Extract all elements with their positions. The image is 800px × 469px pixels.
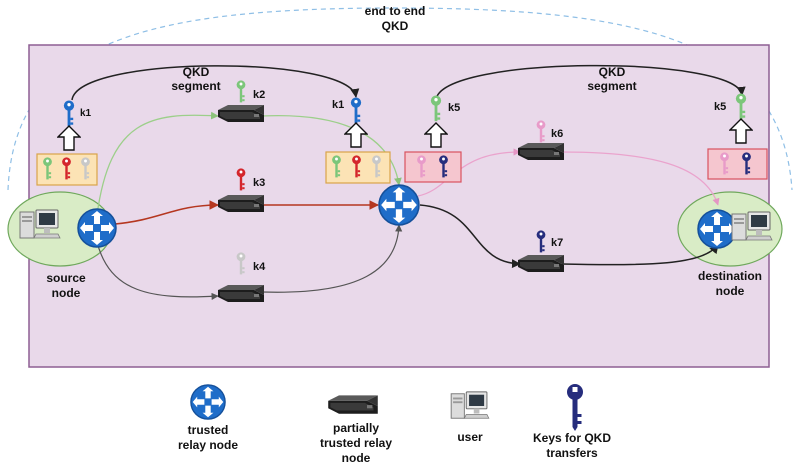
k1-middle-label: k1 bbox=[332, 99, 344, 111]
relay-k6-icon bbox=[518, 143, 564, 160]
path-source-k2 bbox=[96, 111, 219, 216]
key-box-k5-left bbox=[404, 151, 462, 183]
segment-2-line2: segment bbox=[587, 79, 636, 93]
path-relay-k7 bbox=[419, 204, 521, 269]
source-node-label-line2: node bbox=[52, 286, 81, 300]
legend-partial-line2: trusted relay bbox=[320, 436, 392, 450]
path-source-k4 bbox=[96, 241, 219, 300]
destination-router-icon bbox=[697, 209, 737, 249]
legend-trusted-line1: trusted bbox=[188, 423, 229, 437]
destination-node-label-line1: destination bbox=[698, 269, 762, 283]
legend-partial-line1: partially bbox=[333, 421, 379, 435]
k5-left-label: k5 bbox=[448, 102, 460, 114]
relay-k3-icon bbox=[218, 195, 264, 212]
legend-trusted-line2: relay node bbox=[178, 438, 238, 452]
relay-k2-icon bbox=[218, 105, 264, 122]
legend-trusted-relay-icon bbox=[190, 384, 226, 420]
source-user-icon bbox=[19, 209, 61, 239]
k1-left-label: k1 bbox=[80, 108, 92, 119]
k2-label: k2 bbox=[253, 89, 265, 101]
legend-user-icon bbox=[450, 391, 490, 419]
title-line2: QKD bbox=[382, 19, 409, 33]
source-node-label-line1: source bbox=[46, 271, 86, 285]
legend-keys-line2: transfers bbox=[546, 446, 598, 460]
path-k6-destination bbox=[561, 151, 720, 206]
k6-label: k6 bbox=[551, 128, 563, 140]
source-router-icon bbox=[77, 208, 117, 248]
relay-k7-icon bbox=[518, 255, 564, 272]
segment-1-line1: QKD bbox=[183, 65, 210, 79]
path-source-k3 bbox=[114, 200, 219, 225]
middle-trusted-relay-icon bbox=[378, 184, 420, 226]
destination-user-icon bbox=[731, 211, 773, 241]
segment-1-line2: segment bbox=[171, 79, 220, 93]
relay-k4-icon bbox=[218, 285, 264, 302]
legend-partial-relay-icon bbox=[328, 395, 378, 414]
segment-2-line1: QKD bbox=[599, 65, 626, 79]
k3-label: k3 bbox=[253, 177, 265, 189]
path-k4-relay bbox=[261, 224, 403, 293]
legend: trusted relay node partially trusted rel… bbox=[178, 384, 611, 465]
legend-keys-line1: Keys for QKD bbox=[533, 431, 611, 445]
destination-node-label-line2: node bbox=[716, 284, 745, 298]
key-box-k5-right bbox=[707, 148, 768, 180]
title-line1: end to end bbox=[365, 4, 426, 18]
k5-right-label: k5 bbox=[714, 101, 726, 113]
legend-user-line1: user bbox=[457, 430, 483, 444]
segment-arc-1 bbox=[71, 65, 360, 101]
k4-label: k4 bbox=[253, 261, 266, 273]
path-k7-destination bbox=[561, 244, 719, 266]
segment-arc-2 bbox=[435, 64, 746, 101]
legend-key-icon bbox=[567, 384, 583, 431]
legend-partial-line3: node bbox=[342, 451, 371, 465]
k7-label: k7 bbox=[551, 237, 563, 249]
